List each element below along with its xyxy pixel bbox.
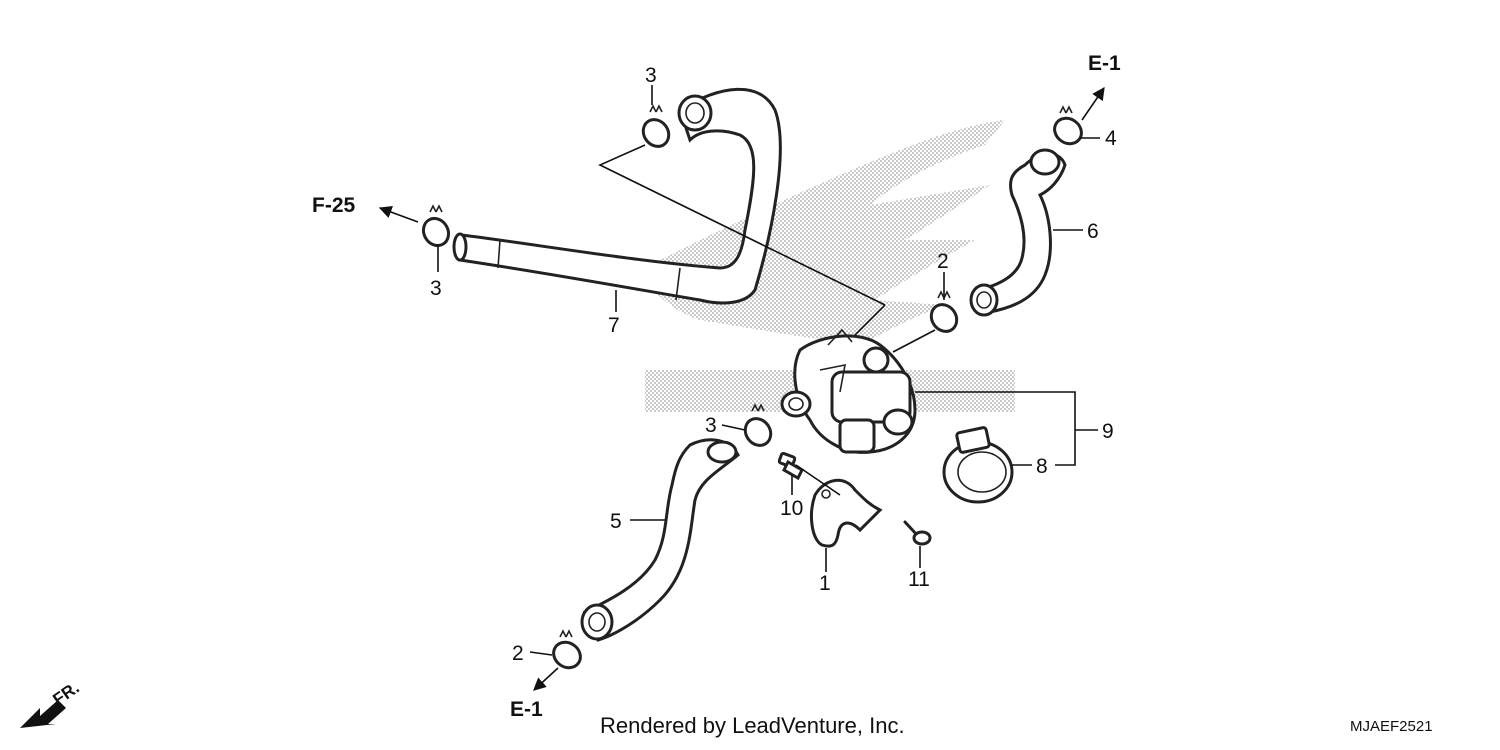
callout-8: 8 xyxy=(1036,455,1048,478)
callout-1: 1 xyxy=(819,572,831,595)
leader-lines xyxy=(437,85,1100,656)
front-arrow-icon xyxy=(20,700,66,728)
hose-part-7[interactable] xyxy=(452,87,782,305)
clip-part-3-lower[interactable] xyxy=(740,403,776,450)
callout-7: 7 xyxy=(608,314,620,337)
clip-part-2-right[interactable] xyxy=(926,290,962,336)
bracket-part-1[interactable] xyxy=(810,479,883,548)
callout-2-bottom: 2 xyxy=(512,642,524,665)
callout-9: 9 xyxy=(1102,420,1114,443)
bolt-part-10[interactable] xyxy=(777,451,804,481)
callout-2-right: 2 xyxy=(937,250,949,273)
callout-6: 6 xyxy=(1087,220,1099,243)
clip-part-3-left[interactable] xyxy=(419,204,454,250)
callout-4: 4 xyxy=(1105,127,1117,150)
callout-11: 11 xyxy=(908,568,930,591)
clip-part-2-bottom[interactable] xyxy=(549,629,586,673)
callout-5: 5 xyxy=(610,510,622,533)
ref-e1-top[interactable]: E-1 xyxy=(1088,52,1121,75)
rendered-by-credit: Rendered by LeadVenture, Inc. xyxy=(600,713,905,738)
front-direction: FR. xyxy=(20,678,83,728)
e1-bottom-arrow xyxy=(533,667,559,691)
clip-part-3-top[interactable] xyxy=(638,104,674,151)
e1-top-arrow xyxy=(1081,86,1105,121)
f25-arrow xyxy=(378,205,419,223)
callout-10: 10 xyxy=(780,497,803,520)
ref-f25[interactable]: F-25 xyxy=(312,194,356,217)
band-clamp-part-8[interactable] xyxy=(942,426,1014,504)
callout-3-left: 3 xyxy=(430,277,442,300)
hose-part-6[interactable] xyxy=(969,148,1067,317)
callout-3-lower: 3 xyxy=(705,414,717,437)
diagram-code: MJAEF2521 xyxy=(1350,718,1433,735)
screw-part-11[interactable] xyxy=(903,520,932,546)
ref-e1-bottom[interactable]: E-1 xyxy=(510,698,543,721)
hose-part-5[interactable] xyxy=(580,438,740,642)
clip-part-4[interactable] xyxy=(1050,105,1087,149)
callout-3-top: 3 xyxy=(645,64,657,87)
valve-assembly-part-9[interactable] xyxy=(780,328,917,454)
